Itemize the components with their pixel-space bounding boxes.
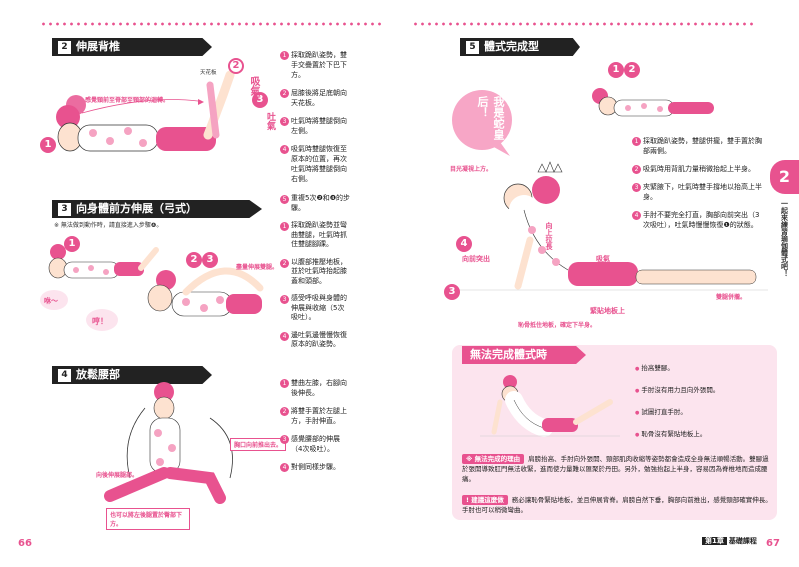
figure-marker-2: 2 <box>624 62 640 78</box>
advice-paragraph: ! 建議這麼做務必讓恥骨緊貼地板，並且伸展背脊。肩膀自然下垂，胸部向前推出，感覺… <box>462 495 772 514</box>
wrong-pose-illustration <box>480 375 620 437</box>
fail-list: 抬高雙腳。 手肘沒有用力且向外張開。 試圖打直手肘。 恥骨沒有緊貼地板上。 <box>635 363 719 451</box>
figure-marker-4: 4 <box>456 236 472 252</box>
exhale-label: 吐氣 <box>265 112 275 130</box>
section-3-note: ※ 無法做到動作時，請直接進入步驟❹。 <box>54 222 163 229</box>
list-item: 試圖打直手肘。 <box>635 407 719 418</box>
bubble-1: 咻～ <box>44 297 58 305</box>
figure-marker-3: 3 <box>202 252 218 268</box>
top-dot-divider-left <box>40 22 385 26</box>
back-stretch-label: 向後伸展腿部。 <box>96 472 139 479</box>
fail-panel-title: 無法完成體式時 <box>462 346 586 364</box>
bubble-2: 哼！ <box>92 317 108 326</box>
chapter-badge: 2 <box>770 160 799 194</box>
top-dot-divider-right <box>412 22 757 26</box>
cobra-pose-illustration <box>458 161 768 291</box>
page-number-right: 67 <box>766 538 780 549</box>
reason-tag: ※ 無法完成的理由 <box>462 454 525 464</box>
shoulder-down-label: 向上拉長 <box>545 222 553 250</box>
stretch-thigh-label: 盡量伸展雙腿。 <box>236 264 279 271</box>
footer-chapter-label: 第1章基礎課程 <box>702 536 757 546</box>
figure-marker-3: 3 <box>444 284 460 300</box>
figure-marker-1: 1 <box>64 236 80 252</box>
legs-stretch-label: 雙腿併攏。 <box>716 294 747 301</box>
list-item: 手肘沒有用力且向外張開。 <box>635 385 719 396</box>
hip-press-label: 也可以將左後腿置於臀部下方。 <box>106 508 190 530</box>
figure-marker-3: 3 <box>252 92 268 108</box>
chapter-side-tab: 2 一起來練習瑜伽體式吧！ <box>770 160 799 370</box>
ceiling-label: 天花板 <box>200 70 217 76</box>
chest-forward-label: 向前突出 <box>462 255 490 263</box>
inhale-label: 吸氣 <box>596 255 610 263</box>
inhale-label: 吸氣 <box>248 76 259 96</box>
thighs-press-label: 緊貼地板上 <box>590 307 625 315</box>
advice-tag: ! 建議這麼做 <box>462 495 508 505</box>
list-item: 抬高雙腳。 <box>635 363 719 374</box>
speech-bubble-shape <box>452 90 512 156</box>
fail-panel <box>452 345 777 520</box>
reason-paragraph: ※ 無法完成的理由肩膀抬高、手肘向外張開、頸部肌肉收縮等姿勢都會造成全身無法順暢… <box>462 454 769 483</box>
list-item: 恥骨沒有緊貼地板上。 <box>635 429 719 440</box>
bow-pose-illustration <box>40 244 264 331</box>
belly-press-label: 恥骨抵住地板，確定下半身。 <box>518 322 597 329</box>
chest-forward-label: 胸口向前推出去。 <box>230 438 287 451</box>
spine-stretch-illustration <box>56 70 235 152</box>
neck-feel-label: 感覺頸前至脊部至頸部的迴轉。 <box>85 97 170 104</box>
eyes-up-label: 目光凝視上方。 <box>450 166 493 173</box>
figure-marker-2: 2 <box>228 58 244 74</box>
hip-release-illustration <box>104 382 233 504</box>
cobra-start-illustration <box>592 88 714 117</box>
speech-text: 我是蛇皇后！ <box>476 96 505 140</box>
chapter-side-text: 一起來練習瑜伽體式吧！ <box>780 200 789 277</box>
figure-marker-1: 1 <box>608 62 624 78</box>
page-number-left: 66 <box>18 538 32 549</box>
figure-marker-1: 1 <box>40 137 56 153</box>
figure-marker-2: 2 <box>186 252 202 268</box>
